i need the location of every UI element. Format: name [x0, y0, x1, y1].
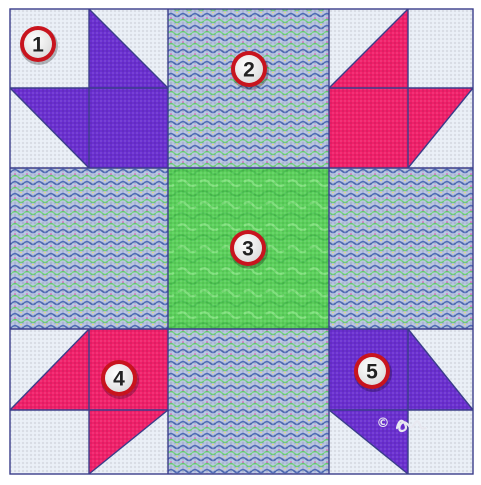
- copyright-watermark: ©: [377, 416, 428, 433]
- badge-5: 5: [354, 353, 392, 392]
- badge-4-number: 4: [113, 368, 125, 391]
- block-border: [9, 8, 474, 475]
- badge-5-number: 5: [366, 361, 378, 384]
- signature-scribble: [395, 419, 428, 433]
- badge-2-number: 2: [243, 59, 255, 82]
- badge-1-number: 1: [32, 34, 44, 57]
- badge-3-number: 3: [242, 238, 254, 261]
- badge-1: 1: [20, 26, 58, 65]
- copyright-symbol: ©: [377, 416, 390, 431]
- badge-3: 3: [230, 230, 268, 269]
- badge-2: 2: [231, 51, 269, 90]
- badge-4: 4: [101, 360, 139, 399]
